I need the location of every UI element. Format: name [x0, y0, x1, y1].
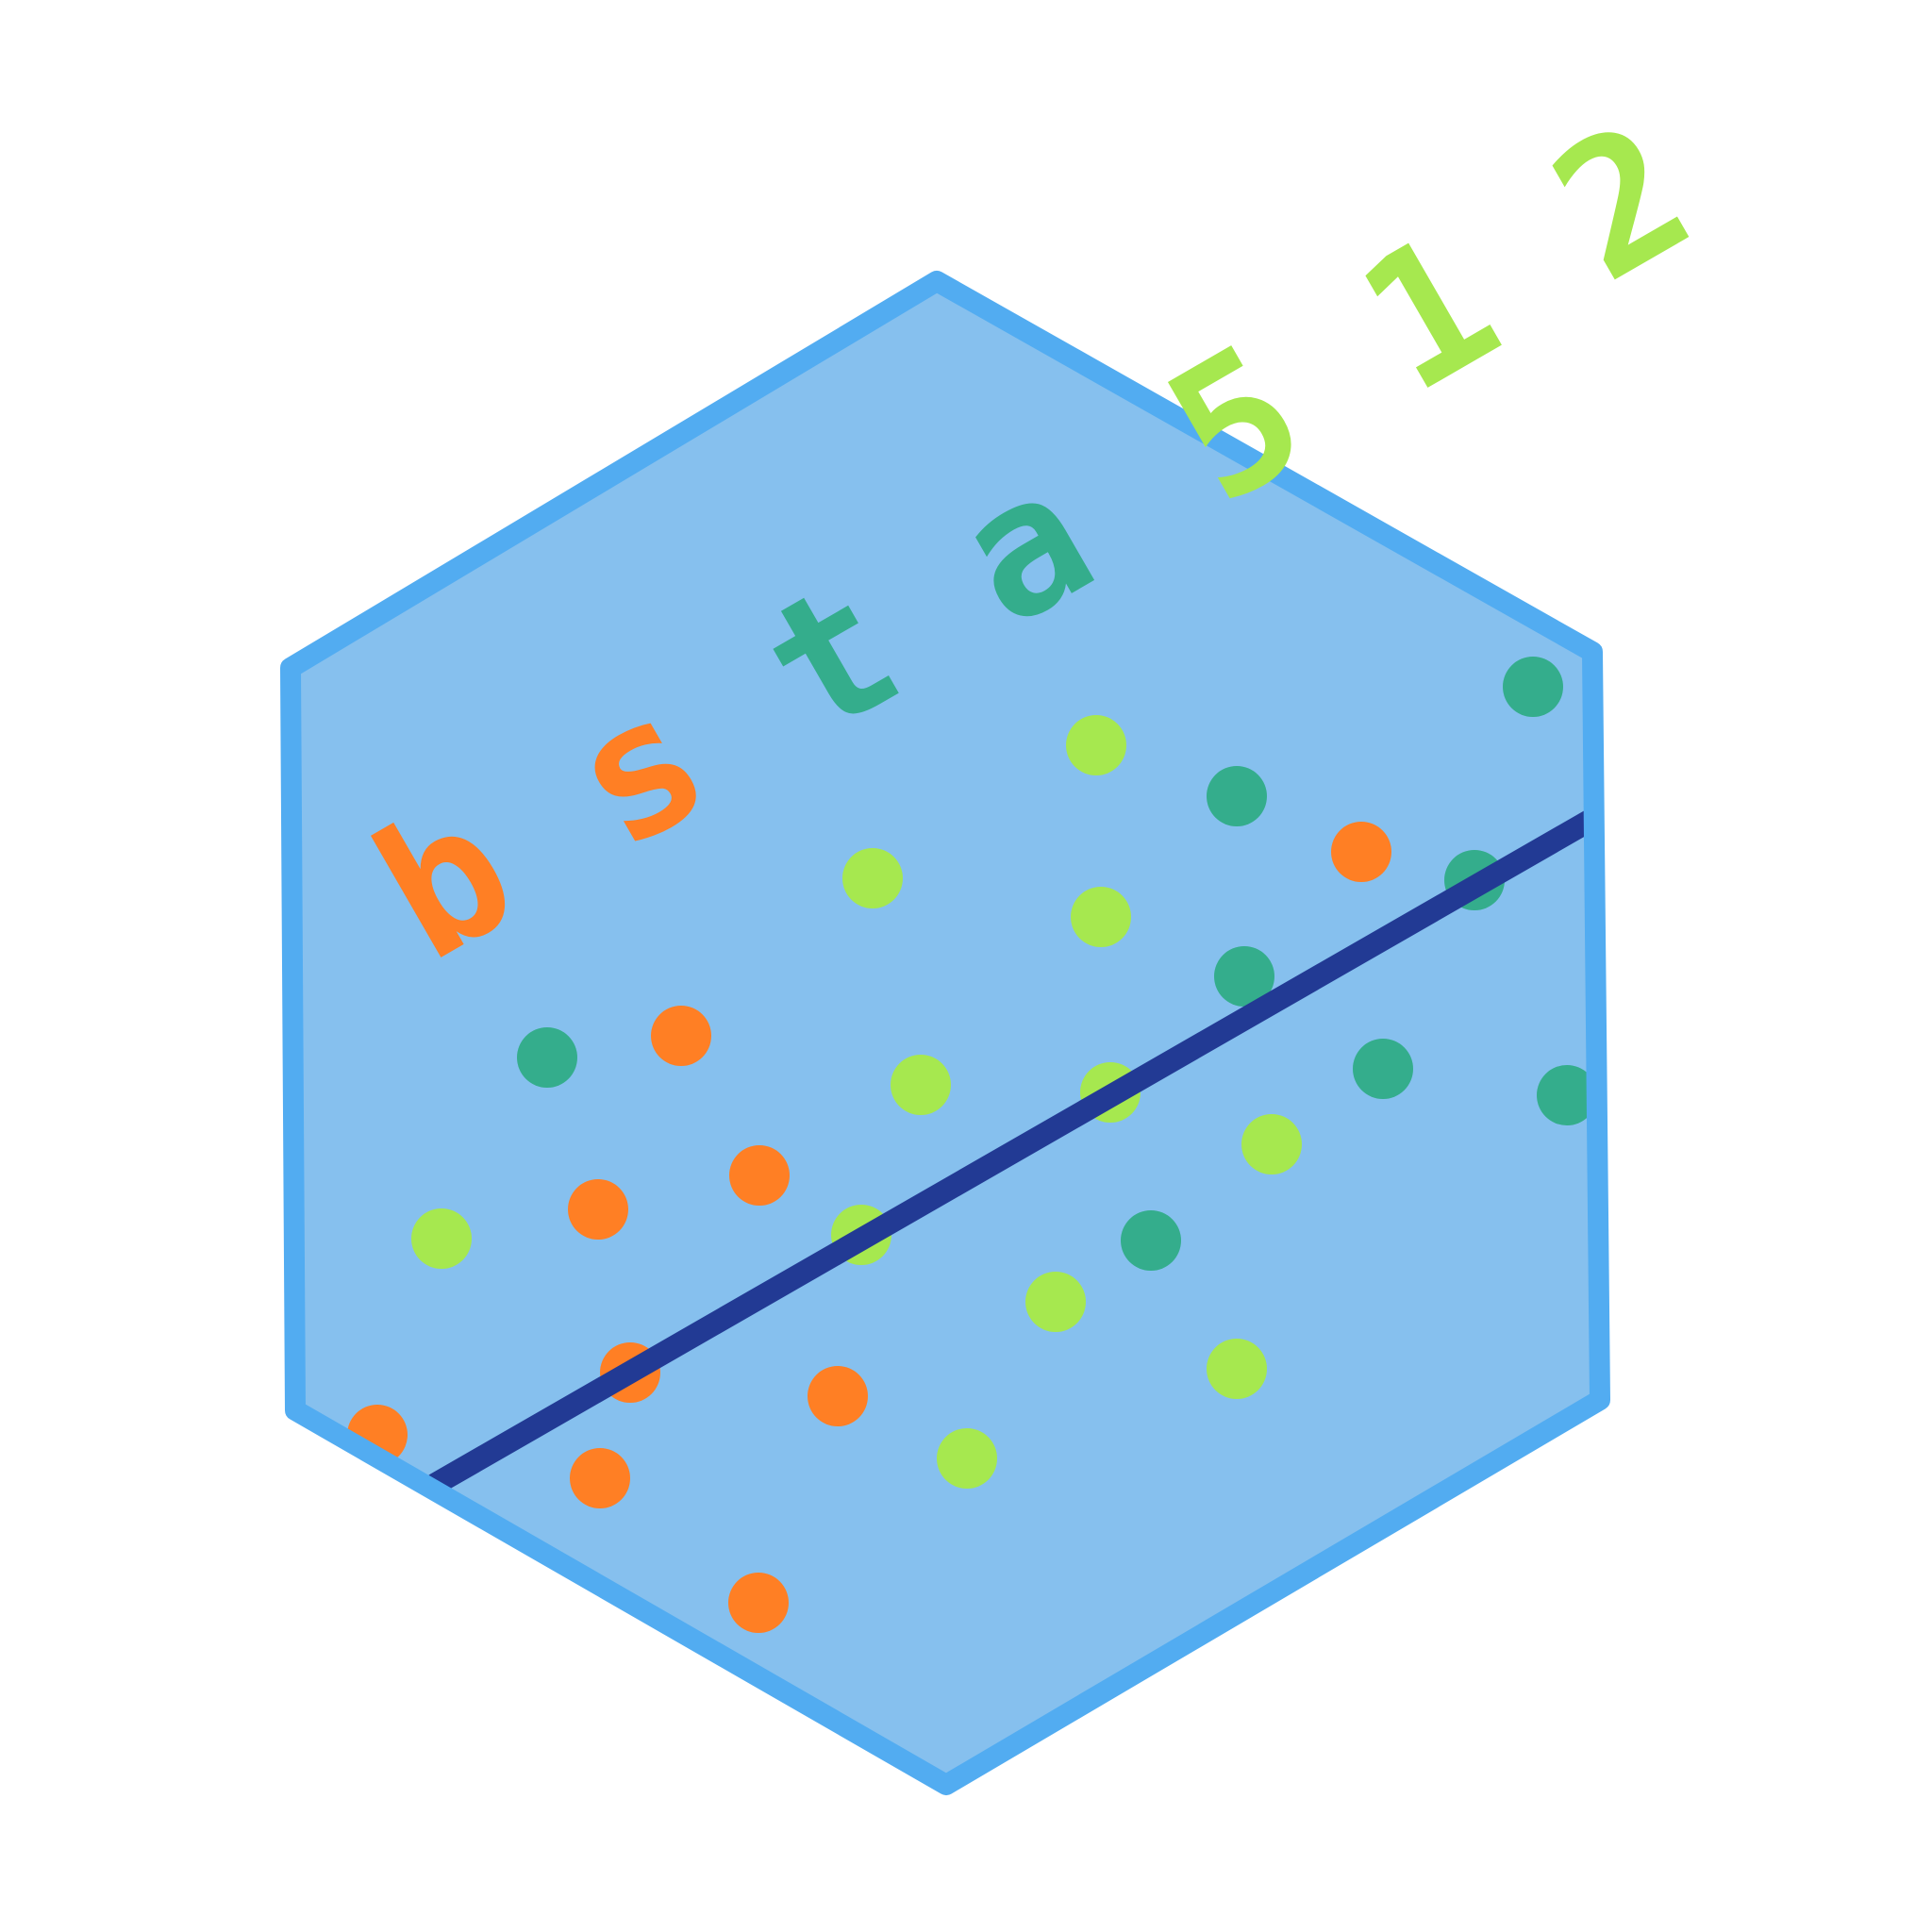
scatter-dot-lime — [842, 848, 903, 908]
scatter-dot-teal — [1207, 766, 1267, 826]
hexagon-background — [291, 281, 1600, 1785]
scatter-dot-lime — [891, 1055, 951, 1115]
scatter-dot-lime — [1025, 1272, 1086, 1332]
scatter-dot-orange — [568, 1179, 628, 1240]
scatter-dot-lime — [1066, 715, 1126, 775]
scatter-dot-orange — [728, 1573, 789, 1633]
logo-digit-1: 1 — [1327, 192, 1531, 434]
scatter-dot-teal — [1121, 1210, 1181, 1271]
logo-digit-2: 2 — [1521, 81, 1724, 323]
scatter-dot-teal — [1353, 1039, 1413, 1099]
scatter-dot-orange — [1331, 822, 1391, 882]
scatter-dot-lime — [1241, 1114, 1302, 1174]
scatter-dot-orange — [570, 1448, 630, 1508]
scatter-dot-orange — [729, 1145, 790, 1206]
scatter-dot-teal — [517, 1027, 577, 1088]
scatter-dot-lime — [411, 1208, 472, 1269]
scatter-dot-orange — [808, 1366, 868, 1426]
scatter-dot-lime — [937, 1428, 997, 1489]
scatter-dot-teal — [1537, 1065, 1597, 1125]
scatter-dot-lime — [1207, 1339, 1267, 1399]
scatter-dot-lime — [1071, 887, 1131, 947]
scatter-dot-teal — [1214, 946, 1274, 1007]
scatter-dot-orange — [651, 1006, 711, 1066]
scatter-dot-teal — [1503, 657, 1563, 717]
logo-text: b s t a 5 1 2 — [344, 81, 1724, 1003]
hexagon-border — [280, 271, 1610, 1795]
regression-line — [425, 807, 1600, 1495]
